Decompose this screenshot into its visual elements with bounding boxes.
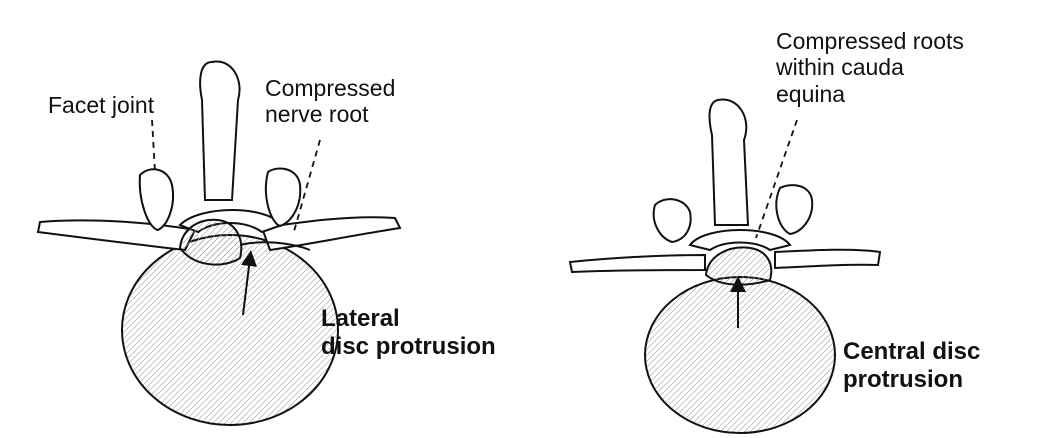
lateral-protrusion-label: Lateral disc protrusion — [321, 305, 496, 360]
central-disc — [645, 277, 835, 433]
central-spinal-canal — [706, 247, 771, 284]
facet-joint-label: Facet joint — [48, 92, 154, 118]
lateral-facet-right — [266, 168, 300, 226]
central-facet-left — [654, 199, 691, 242]
central-facet-right — [776, 185, 812, 234]
lateral-transverse-process-left — [38, 220, 195, 250]
facet-joint-leader — [152, 120, 155, 172]
lateral-spinous-process — [200, 62, 239, 200]
lateral-facet-left — [140, 169, 173, 230]
compressed-roots-cauda-label: Compressed roots within cauda equina — [776, 28, 964, 107]
central-protrusion-label: Central disc protrusion — [843, 338, 980, 393]
central-spinous-process — [710, 100, 748, 225]
central-vertebra-illustration — [570, 100, 880, 433]
compressed-nerve-root-label: Compressed nerve root — [265, 75, 395, 128]
central-transverse-process-right — [775, 250, 880, 268]
central-transverse-process-left — [570, 255, 705, 272]
